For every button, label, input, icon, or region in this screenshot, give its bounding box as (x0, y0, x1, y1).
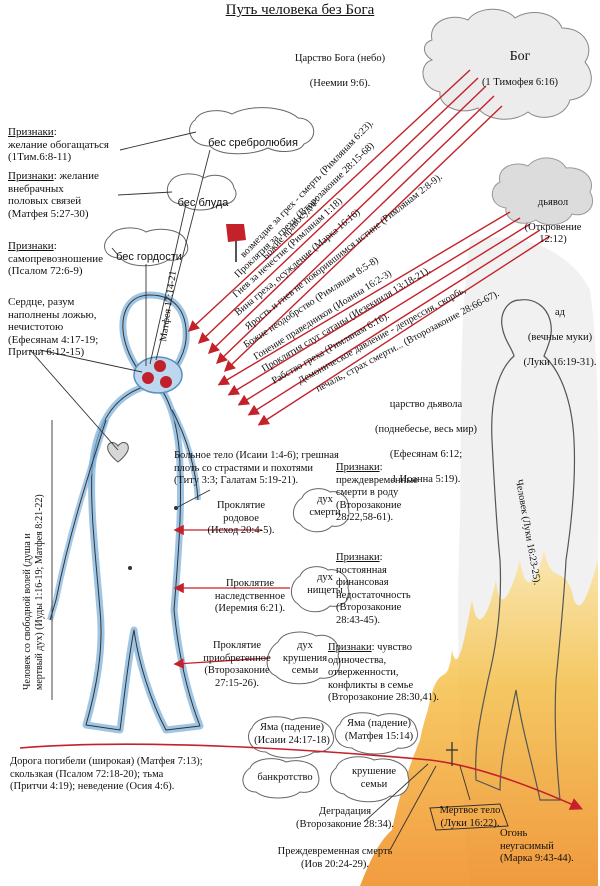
person-vertical-line2: мертвый дух) (Иуды 1:16-19; Матфея 8:21-… (34, 494, 45, 690)
spirit-family: дух крушения семьи (282, 640, 328, 676)
sign-family: Признаки: чувство одиночества, отверженн… (328, 642, 440, 703)
pit-matthew: Яма (падение) (Матфея 15:14) (344, 718, 414, 742)
demon-greed: бес сребролюбия (208, 136, 298, 149)
heart-icon (107, 442, 129, 463)
kingdom-of-devil: царство дьявола (поднебесье, весь мир) (… (374, 398, 478, 485)
sign-poverty: Признаки: постоянная финансовая недостат… (336, 552, 411, 626)
devil-label: дьявол (Откровение 12:12) (524, 196, 582, 246)
sign-pride: Признаки: самопревозношение (Псалом 72:6… (8, 240, 103, 277)
premature-death: Преждевременная смерть (Иов 20:24-29). (277, 846, 393, 870)
fire-text: Огонь неугасимый (Марка 9:43-44). (500, 828, 574, 864)
curse-inherited: Проклятие наследственное (Иеремия 6:21). (214, 578, 286, 614)
pointer-lines (29, 131, 471, 851)
fire (360, 550, 598, 886)
dead-body: Мертвое тело (Луки 16:22). (439, 805, 501, 829)
family-crash: крушение семьи (351, 766, 397, 790)
demon-dot (142, 372, 154, 384)
sign-fornication: Признаки: желание внебрачных половых свя… (8, 170, 99, 220)
diagram-title: Путь человека без Бога (225, 2, 375, 18)
god-label: Бог (1 Тимофея 6:16) (481, 48, 559, 88)
devil-arrows (217, 211, 551, 426)
hell-label: ад (вечные муки) (Луки 16:19-31). (523, 306, 597, 368)
sick-body-text: Больное тело (Исаии 1:4-6); грешная плот… (174, 450, 339, 486)
curse-ancestral: Проклятие родовое (Исход 20:4-5). (207, 500, 275, 536)
degradation: Деградация (Второзаконие 28:34). (296, 806, 394, 830)
sign-greed: Признаки: желание обогащаться(1Тим.6:8-1… (8, 126, 109, 163)
spirit-poverty: дух нищеты (307, 572, 343, 596)
demon-dot (154, 360, 166, 372)
cross-icon (446, 742, 458, 766)
demon-dot (160, 376, 172, 388)
road-text: Дорога погибели (широкая) (Матфея 7:13);… (10, 756, 203, 792)
human-figure (47, 291, 204, 734)
axe-icon (226, 224, 246, 262)
curse-acquired: Проклятие приобретенное (Второзаконие 27… (203, 640, 271, 689)
sign-death: Признаки: преждевременные смерти в роду … (336, 462, 418, 523)
kingdom-of-god: Царство Бога (небо) (Неемии 9:6). (294, 52, 386, 89)
spirit-death: дух смерти (309, 494, 341, 518)
devil-cloud (491, 157, 594, 226)
demon-pride: бес гордости (116, 250, 182, 263)
bankruptcy: банкротство (257, 772, 313, 783)
pit-isaiah: Яма (падение) (Исаии 24:17-18) (254, 722, 330, 746)
road-line (19, 743, 583, 810)
man-in-hell-figure (475, 299, 576, 801)
god-cloud (422, 8, 592, 120)
god-arrows (187, 69, 503, 372)
person-vertical-line1: Человек со свободной волей (душа и (22, 533, 33, 690)
heart-mind-text: Сердце, разум наполнены ложью, нечистото… (8, 296, 99, 358)
demon-fornication: бес блуда (177, 196, 229, 209)
dead-body-box (429, 803, 509, 831)
